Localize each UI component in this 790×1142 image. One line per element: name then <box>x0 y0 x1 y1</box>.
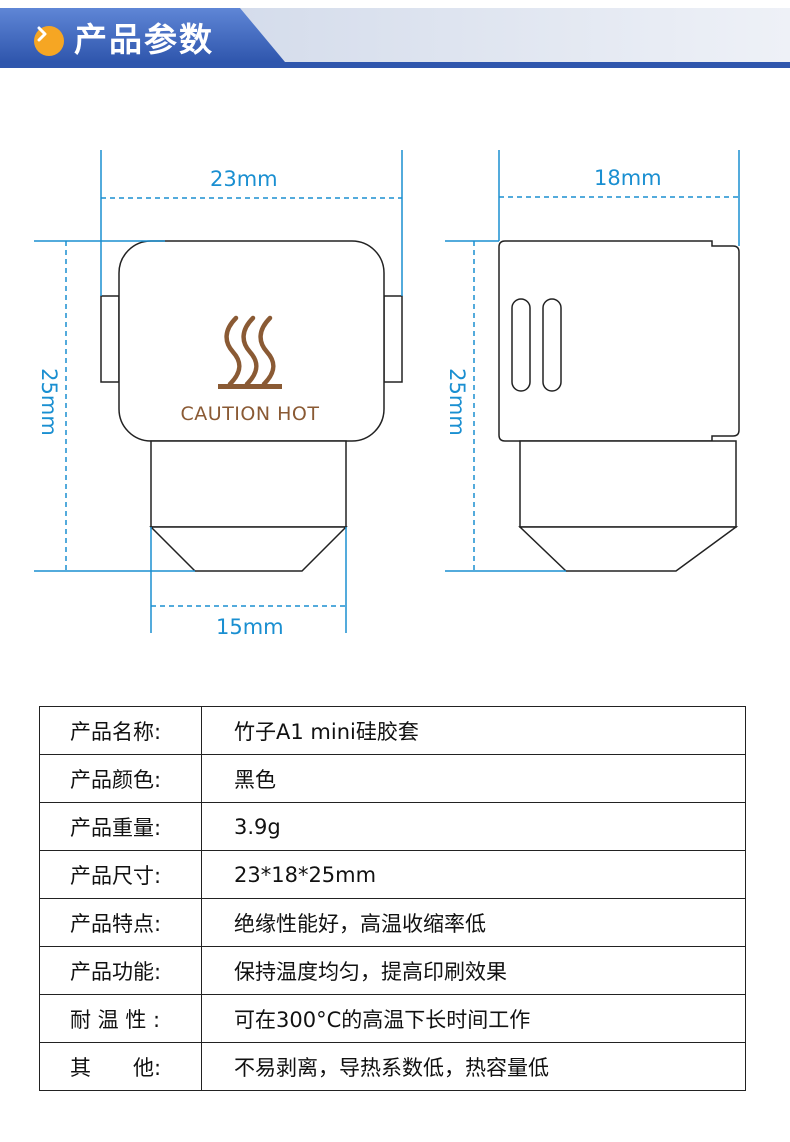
dimension-lines <box>34 150 740 633</box>
table-row: 产品特点: 绝缘性能好，高温收缩率低 <box>39 898 746 947</box>
dimension-bottom-width: 15mm <box>216 615 284 639</box>
spec-value: 不易剥离，导热系数低，热容量低 <box>201 1042 746 1091</box>
page-title: 产品参数 <box>74 20 214 59</box>
spec-key: 产品名称: <box>39 706 202 755</box>
table-row: 其 他: 不易剥离，导热系数低，热容量低 <box>39 1042 746 1091</box>
spec-value: 竹子A1 mini硅胶套 <box>201 706 746 755</box>
front-view <box>100 240 403 572</box>
header-banner <box>0 8 790 68</box>
heat-base-bar <box>218 384 282 389</box>
dimension-top-width: 23mm <box>210 167 278 191</box>
caution-label: CAUTION HOT <box>181 403 320 425</box>
spec-key: 产品特点: <box>39 898 202 947</box>
heat-warning-icon <box>224 315 276 387</box>
side-view <box>498 240 740 572</box>
spec-key: 产品重量: <box>39 802 202 851</box>
table-row: 产品名称: 竹子A1 mini硅胶套 <box>39 706 746 755</box>
spec-key: 耐 温 性 : <box>39 994 202 1043</box>
spec-table: 产品名称: 竹子A1 mini硅胶套 产品颜色: 黑色 产品重量: 3.9g 产… <box>39 706 746 1091</box>
table-row: 产品重量: 3.9g <box>39 802 746 851</box>
dimension-height-right: 25mm <box>444 368 469 436</box>
spec-key: 产品尺寸: <box>39 850 202 899</box>
table-row: 产品尺寸: 23*18*25mm <box>39 850 746 899</box>
spec-key: 产品功能: <box>39 946 202 995</box>
table-row: 产品功能: 保持温度均匀，提高印刷效果 <box>39 946 746 995</box>
section-header: 产品参数 <box>0 0 790 70</box>
chevron-right-icon <box>34 26 64 56</box>
dimension-diagram: CAUTION HOT <box>34 150 740 633</box>
spec-value: 可在300°C的高温下长时间工作 <box>201 994 746 1043</box>
spec-value: 黑色 <box>201 754 746 803</box>
dimension-height-left: 25mm <box>36 368 61 436</box>
table-row: 耐 温 性 : 可在300°C的高温下长时间工作 <box>39 994 746 1043</box>
spec-value: 绝缘性能好，高温收缩率低 <box>201 898 746 947</box>
spec-key: 产品颜色: <box>39 754 202 803</box>
spec-value: 23*18*25mm <box>201 850 746 899</box>
dimension-side-width: 18mm <box>594 166 662 190</box>
spec-key: 其 他: <box>39 1042 202 1091</box>
spec-value: 3.9g <box>201 802 746 851</box>
spec-value: 保持温度均匀，提高印刷效果 <box>201 946 746 995</box>
table-row: 产品颜色: 黑色 <box>39 754 746 803</box>
